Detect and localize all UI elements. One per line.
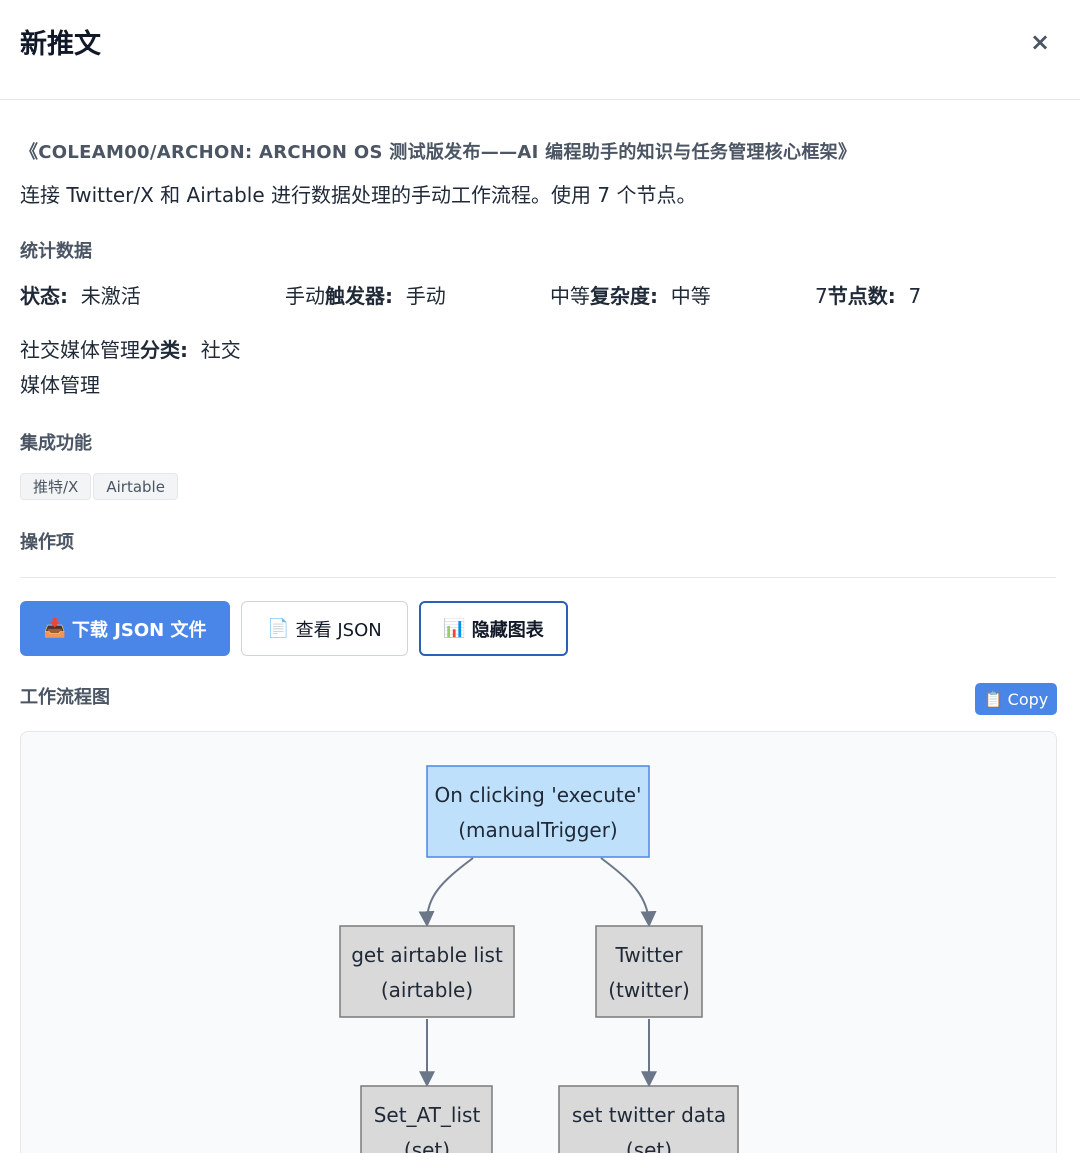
stat-status-label: 状态: <box>20 284 68 308</box>
download-json-button[interactable]: 📥 下载 JSON 文件 <box>20 601 230 656</box>
workflow-diagram: On clicking 'execute' (manualTrigger) ge… <box>20 731 1057 1153</box>
diagram-node-trigger: On clicking 'execute' (manualTrigger) <box>426 765 650 858</box>
close-icon[interactable]: × <box>1029 28 1051 56</box>
workflow-title: 《COLEAM00/ARCHON: ARCHON OS 测试版发布——AI 编程… <box>20 142 857 163</box>
diagram-node-set-twitter-data: set twitter data (set) <box>558 1085 739 1153</box>
divider <box>20 577 1056 578</box>
copy-button[interactable]: 📋 Copy <box>975 683 1057 715</box>
stat-complexity: 中等复杂度: 中等 <box>550 280 711 309</box>
clipboard-icon: 📋 <box>983 689 1004 709</box>
stat-category-label: 分类: <box>140 338 188 362</box>
modal-title: 新推文 <box>20 29 101 60</box>
stat-nodes-label: 节点数: <box>827 284 896 308</box>
diagram-node-twitter: Twitter (twitter) <box>595 925 703 1018</box>
node-set-tw-type: (set) <box>626 1138 672 1153</box>
node-airtable-label: get airtable list <box>351 943 503 967</box>
node-trigger-type: (manualTrigger) <box>458 818 617 842</box>
download-icon: 📥 <box>43 618 66 639</box>
stat-nodes-value: 7 <box>908 284 922 308</box>
bar-chart-icon: 📊 <box>443 618 466 639</box>
stat-category: 社交媒体管理分类: 社交媒体管理 <box>20 333 260 403</box>
node-twitter-label: Twitter <box>614 943 683 967</box>
stat-nodes-prefix: 7 <box>815 284 828 308</box>
diagram-canvas: On clicking 'execute' (manualTrigger) ge… <box>339 765 739 1153</box>
workflow-description: 连接 Twitter/X 和 Airtable 进行数据处理的手动工作流程。使用… <box>20 183 697 207</box>
integration-tag: Airtable <box>93 473 178 500</box>
stat-status-value: 未激活 <box>80 284 141 308</box>
view-json-button[interactable]: 📄 查看 JSON <box>241 601 408 656</box>
modal-header: 新推文 × <box>0 0 1080 100</box>
node-trigger-label: On clicking 'execute' <box>434 783 641 807</box>
node-airtable-type: (airtable) <box>381 978 473 1002</box>
integration-tag: 推特/X <box>20 473 92 500</box>
stat-complexity-label: 复杂度: <box>590 284 658 308</box>
integration-tags: 推特/X Airtable <box>20 473 178 500</box>
diagram-node-set-at-list: Set_AT_list (set) <box>360 1085 493 1153</box>
stat-trigger-prefix: 手动 <box>285 284 325 308</box>
node-set-at-label: Set_AT_list <box>374 1103 481 1127</box>
stat-category-prefix: 社交媒体管理 <box>20 338 140 362</box>
hide-chart-button[interactable]: 📊 隐藏图表 <box>419 601 568 656</box>
view-json-label: 查看 JSON <box>295 619 382 641</box>
diagram-heading: 工作流程图 <box>20 687 110 708</box>
edge-trigger-to-airtable <box>418 857 474 928</box>
stat-trigger-label: 触发器: <box>325 284 393 308</box>
stat-trigger: 手动触发器: 手动 <box>285 280 446 309</box>
hide-chart-label: 隐藏图表 <box>471 619 544 641</box>
stats-heading: 统计数据 <box>20 241 92 262</box>
node-set-tw-label: set twitter data <box>572 1103 726 1127</box>
stat-status: 状态: 未激活 <box>20 280 141 309</box>
integrations-heading: 集成功能 <box>20 433 92 454</box>
stat-category-value: 社交媒体管理 <box>20 338 241 397</box>
stat-trigger-value: 手动 <box>405 284 446 308</box>
node-set-at-type: (set) <box>404 1138 450 1153</box>
document-icon: 📄 <box>267 618 290 639</box>
copy-label: Copy <box>1007 689 1049 709</box>
stat-complexity-prefix: 中等 <box>550 284 590 308</box>
stat-complexity-value: 中等 <box>670 284 711 308</box>
actions-heading: 操作项 <box>20 532 74 553</box>
edge-trigger-to-twitter <box>600 857 657 928</box>
diagram-node-airtable: get airtable list (airtable) <box>339 925 515 1018</box>
download-json-label: 下载 JSON 文件 <box>71 619 207 641</box>
stat-nodes: 7节点数: 7 <box>815 280 921 309</box>
node-twitter-type: (twitter) <box>608 978 690 1002</box>
